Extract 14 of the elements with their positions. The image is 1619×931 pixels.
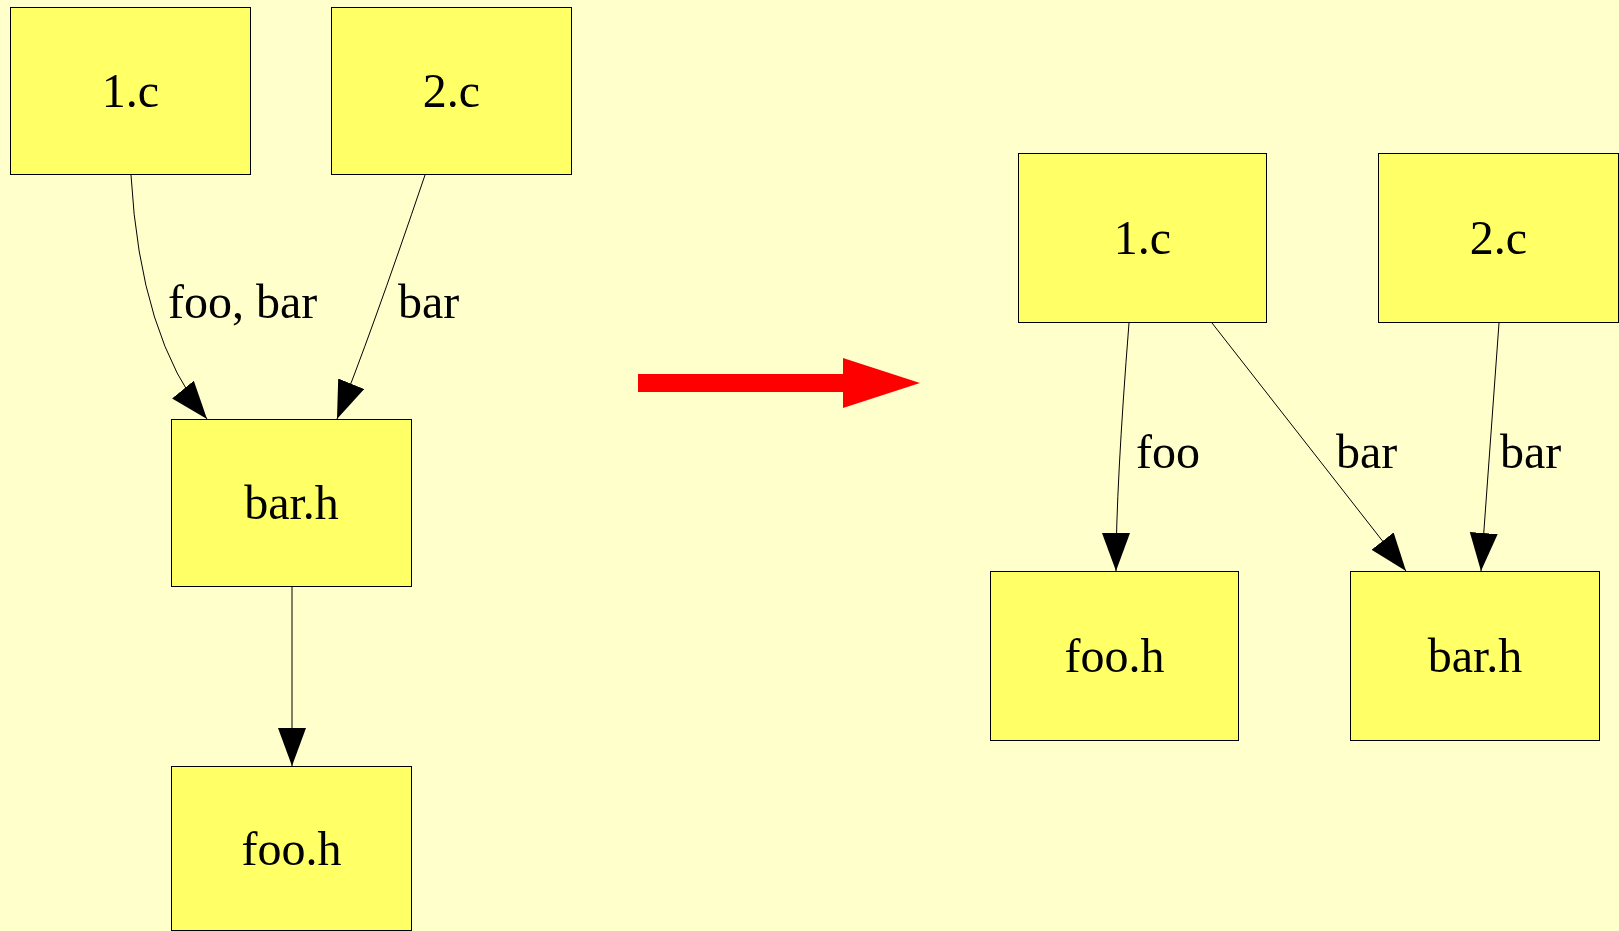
arrow — [336, 174, 426, 420]
file-box: foo.h — [990, 571, 1239, 741]
arrow — [1102, 322, 1131, 572]
arrow — [1211, 322, 1407, 572]
file-box: 2.c — [331, 7, 572, 175]
file-box: foo.h — [171, 766, 412, 931]
arrow — [278, 586, 306, 767]
file-box: bar.h — [1350, 571, 1600, 741]
file-box: 2.c — [1378, 153, 1619, 323]
file-box: 1.c — [1018, 153, 1267, 323]
arrow — [130, 174, 208, 420]
file-box: bar.h — [171, 419, 412, 587]
file-box: 1.c — [10, 7, 251, 175]
arrow — [1469, 322, 1500, 572]
